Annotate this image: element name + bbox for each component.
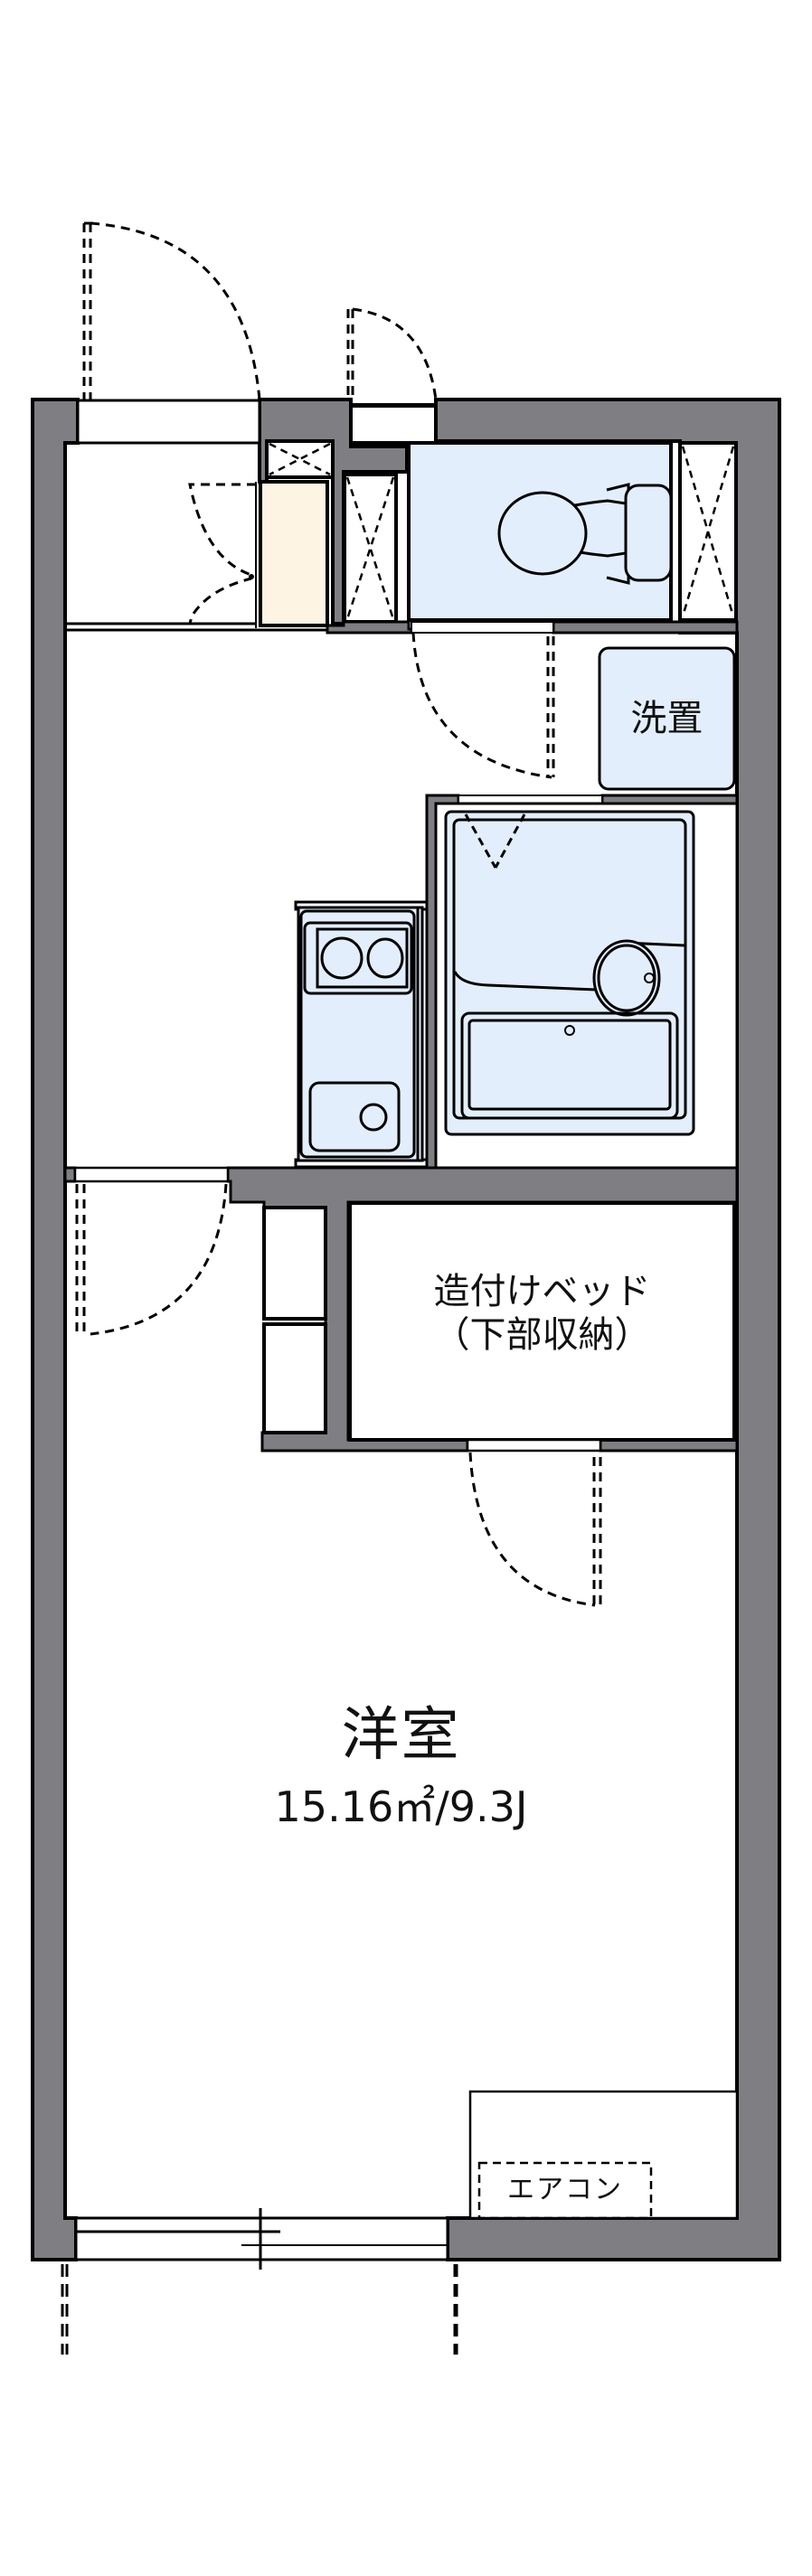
washer-space xyxy=(598,646,736,791)
pipe-space-right xyxy=(678,441,738,622)
sink-icon xyxy=(308,1081,401,1152)
pipe-space-middle xyxy=(343,473,398,624)
toilet-icon xyxy=(497,483,673,585)
room-name: 洋室 xyxy=(341,1702,461,1769)
built-in-bed-label: 造付けベッド （下部収納） xyxy=(350,1270,734,1357)
room-area: 15.16㎡/9.3J xyxy=(274,1782,528,1831)
kitchen-unit xyxy=(294,900,429,1169)
pipe-space-small xyxy=(265,439,335,479)
shoe-cabinet-doors[interactable] xyxy=(188,483,256,625)
toilet-room xyxy=(407,441,673,622)
entrance xyxy=(65,221,438,445)
entrance-door-swing[interactable] xyxy=(82,221,261,400)
washer-space-label: 洗置 xyxy=(630,698,703,739)
bed-storage-door-swing[interactable] xyxy=(468,1452,602,1607)
built-in-bed-label-line1: 造付けベッド xyxy=(433,1271,651,1312)
room-door-swing[interactable] xyxy=(75,1183,228,1336)
built-in-bed-label-line2: （下部収納） xyxy=(433,1314,651,1356)
air-conditioner-label: エアコン xyxy=(507,2174,623,2205)
stove-icon xyxy=(303,921,413,995)
unit-bath-icon xyxy=(444,810,695,1136)
balcony-window[interactable] xyxy=(74,2208,449,2270)
exterior-storage-door-swing[interactable] xyxy=(346,307,438,400)
cupboard[interactable] xyxy=(262,1206,327,1434)
built-in-bed xyxy=(348,1201,736,1442)
bathroom xyxy=(425,794,739,1170)
toilet-door-swing[interactable] xyxy=(411,632,555,779)
air-conditioner-area xyxy=(468,2090,739,2220)
balcony-guide-lines xyxy=(61,2264,458,2355)
shoe-cabinet xyxy=(255,480,329,628)
